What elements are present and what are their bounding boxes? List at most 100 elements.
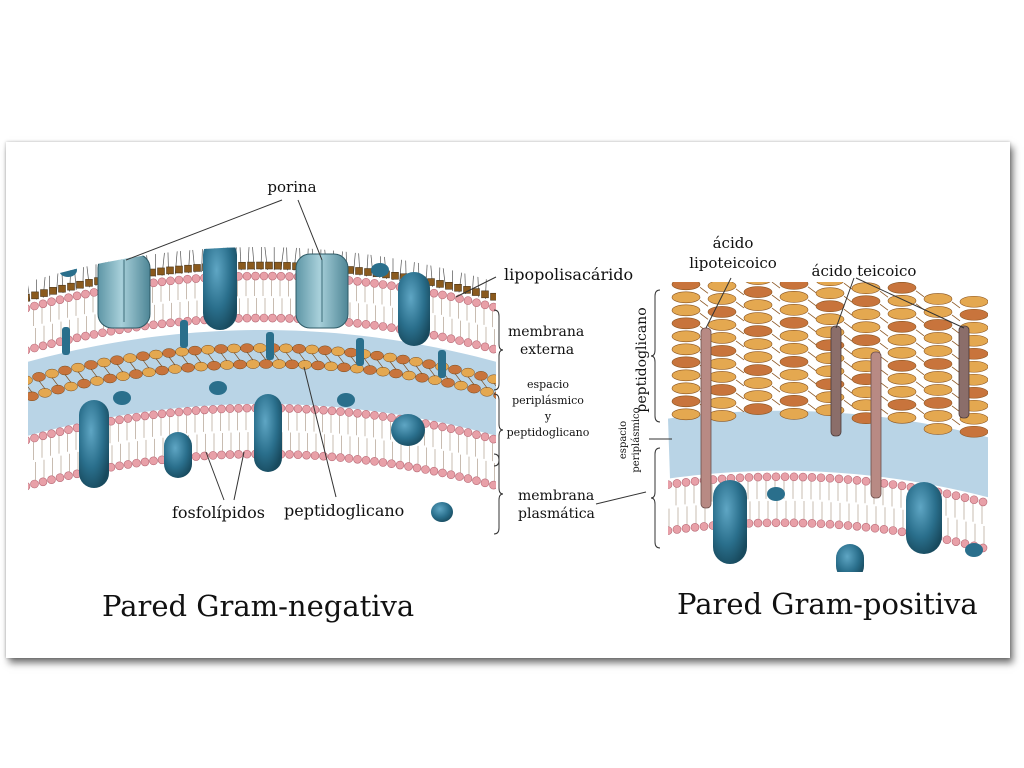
peptide-crosslink — [735, 366, 745, 374]
peptidoglycan-unit — [887, 411, 917, 424]
lps-core-unit — [454, 284, 462, 292]
peptide-crosslink — [807, 364, 817, 372]
peptidoglycan-unit — [461, 367, 475, 378]
peptidoglycan-unit — [292, 344, 306, 354]
lipid-head — [429, 330, 439, 340]
peptidoglycan-unit — [220, 360, 234, 370]
peptidoglycan-unit — [324, 361, 338, 372]
leader-lines — [125, 199, 965, 549]
peripheral-protein — [59, 263, 77, 277]
lps-strand — [471, 247, 479, 296]
peptide-crosslink — [987, 421, 988, 429]
peptidoglycan-unit — [116, 371, 130, 381]
lipid-head — [387, 459, 396, 469]
lipid-head — [251, 313, 260, 323]
peptidoglycan-unit — [743, 325, 773, 337]
peptide-crosslink — [951, 314, 961, 322]
lipid-head — [421, 465, 430, 474]
lipid-head — [463, 428, 473, 437]
lipid-head — [498, 305, 506, 313]
lps-core-unit — [500, 296, 507, 303]
peptidoglycan-unit — [851, 295, 881, 308]
lipid-head — [888, 480, 898, 489]
peptidoglycan-unit — [743, 338, 773, 350]
lipid-head — [404, 462, 413, 471]
lipid-head — [285, 314, 294, 323]
peptide-crosslink — [246, 351, 254, 361]
lipid-head — [672, 479, 682, 488]
peptide-crosslink — [879, 329, 889, 337]
peptidoglycan-unit — [142, 367, 156, 377]
lipid-head — [310, 451, 320, 460]
peptidoglycan-unit — [779, 382, 809, 394]
lipid-head — [259, 271, 269, 281]
lipid-head — [353, 318, 362, 328]
lipopolisacarido-label: lipopolisacárido — [504, 265, 633, 284]
lipid-head — [234, 450, 243, 459]
peptide-crosslink — [207, 353, 215, 362]
peptide-crosslink — [194, 354, 202, 363]
peptide-crosslink — [116, 363, 124, 373]
lipid-head — [489, 302, 496, 312]
peptidoglycan-unit — [779, 408, 809, 420]
peptide-crosslink — [735, 327, 745, 335]
lipid-head — [789, 472, 799, 482]
lipid-head — [55, 427, 65, 436]
lps-core-unit — [58, 284, 66, 293]
lipid-head — [166, 408, 175, 418]
lipoteichoic-acid — [700, 327, 712, 509]
peptidoglycan-unit — [887, 320, 917, 333]
membrana-plasmatica-label-1: membrana — [518, 488, 594, 504]
lipoprotein — [62, 327, 70, 355]
peptidoglycan-unit — [415, 373, 429, 383]
peptidoglycan-unit — [259, 359, 273, 369]
lipid-head — [38, 341, 48, 351]
lipid-head — [28, 435, 31, 445]
lipid-head — [370, 321, 379, 330]
peptidoglycan-unit — [318, 345, 332, 356]
peptidoglycan-unit — [707, 345, 737, 357]
lipid-head — [149, 410, 158, 420]
lipid-head — [446, 334, 456, 344]
peptidoglycan-unit — [201, 344, 215, 355]
peptide-crosslink — [735, 340, 745, 348]
lps-core-unit — [31, 291, 39, 300]
membrane-protein — [713, 480, 747, 564]
membrane-protein — [164, 432, 192, 478]
lps-strand — [69, 247, 77, 291]
peptidoglycan-unit — [923, 410, 953, 422]
lipid-head — [438, 422, 447, 432]
peptidoglycan-unit — [851, 282, 881, 295]
lps-core-unit — [283, 262, 291, 270]
lipid-head — [753, 472, 763, 482]
lps-strand — [47, 247, 51, 297]
lipid-head — [302, 404, 311, 414]
peptide-crosslink — [915, 316, 925, 324]
lps-core-unit — [265, 261, 273, 270]
peptidoglycan-unit — [155, 365, 169, 376]
peptide-crosslink — [771, 320, 781, 328]
lps-strand — [366, 247, 371, 277]
peptidoglycan-unit — [233, 359, 247, 370]
peptide-crosslink — [843, 360, 853, 368]
lipid-head — [174, 407, 184, 417]
lipid-head — [951, 537, 961, 546]
peptidoglycan-unit — [32, 372, 46, 382]
peptide-crosslink — [428, 367, 436, 377]
lipid-head — [870, 523, 880, 533]
lipid-head — [353, 408, 362, 418]
lipid-head — [174, 275, 184, 285]
lipid-head — [225, 450, 235, 459]
peptidoglycan-unit — [671, 382, 701, 395]
lipid-head — [480, 300, 490, 310]
peptidoglycan-unit — [707, 282, 737, 292]
peptidoglycan-unit — [707, 358, 737, 370]
peptidoglycan-unit — [38, 388, 52, 398]
lipid-head — [353, 454, 362, 464]
peptide-crosslink — [771, 359, 781, 367]
peptide-crosslink — [915, 329, 925, 337]
lps-strand — [247, 247, 253, 271]
lipid-head — [446, 424, 456, 434]
lps-strand — [69, 247, 74, 292]
lipid-head — [157, 319, 167, 329]
